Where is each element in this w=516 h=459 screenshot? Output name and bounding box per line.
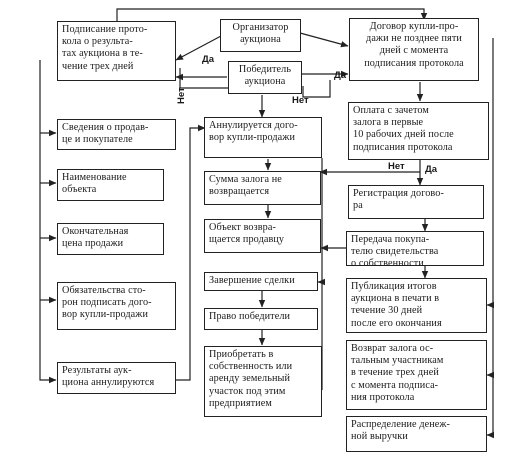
publication-box: Публикация итогов аукциона в печати в те…: [346, 278, 487, 333]
revenue-distribution-box: Распределение денеж- ной выручки: [346, 416, 487, 452]
winner-box: Победитель аукциона: [228, 61, 302, 94]
contract-deadline-box: Договор купли-про- дажи не позднее пяти …: [349, 18, 479, 81]
deposit-not-returned-box: Сумма залога не возвращается: [204, 171, 321, 205]
deal-completion-box: Завершение сделки: [204, 272, 318, 291]
obligations-box: Обязательства сто- рон подписать дого- в…: [57, 282, 176, 330]
yes-label-right: Да: [334, 70, 347, 81]
no-label-left: Нет: [176, 87, 187, 104]
no-label-bottom: Нет: [292, 95, 309, 106]
deposit-return-box: Возврат залога ос- тальным участникам в …: [346, 340, 487, 410]
winner-right-box: Право победители: [204, 308, 318, 330]
results-annulled-box: Результаты аук- циона аннулируются: [57, 362, 176, 394]
acquire-rights-box: Приобретать в собственность или аренду з…: [204, 346, 322, 417]
no-label-payment: Нет: [388, 161, 405, 172]
object-name-box: Наименование объекта: [57, 169, 164, 201]
payment-box: Оплата с зачетом залога в первые 10 рабо…: [348, 102, 489, 160]
protocol-signing-box: Подписание прото- кола о результа- тах а…: [57, 21, 176, 81]
registration-box: Регистрация догово- ра: [348, 185, 484, 219]
seller-buyer-info-box: Сведения о продав- це и покупателе: [57, 119, 176, 150]
transfer-certificate-box: Передача покупа- телю свидетельства о со…: [346, 231, 484, 269]
contract-annulled-box: Аннулируется дого- вор купли-продажи: [204, 117, 322, 158]
object-returned-box: Объект возвра- щается продавцу: [204, 219, 321, 253]
final-price-box: Окончательная цена продажи: [57, 223, 164, 255]
yes-label-payment: Да: [425, 164, 438, 175]
organizer-box: Организатор аукциона: [220, 19, 301, 52]
yes-label-top: Да: [202, 54, 215, 65]
